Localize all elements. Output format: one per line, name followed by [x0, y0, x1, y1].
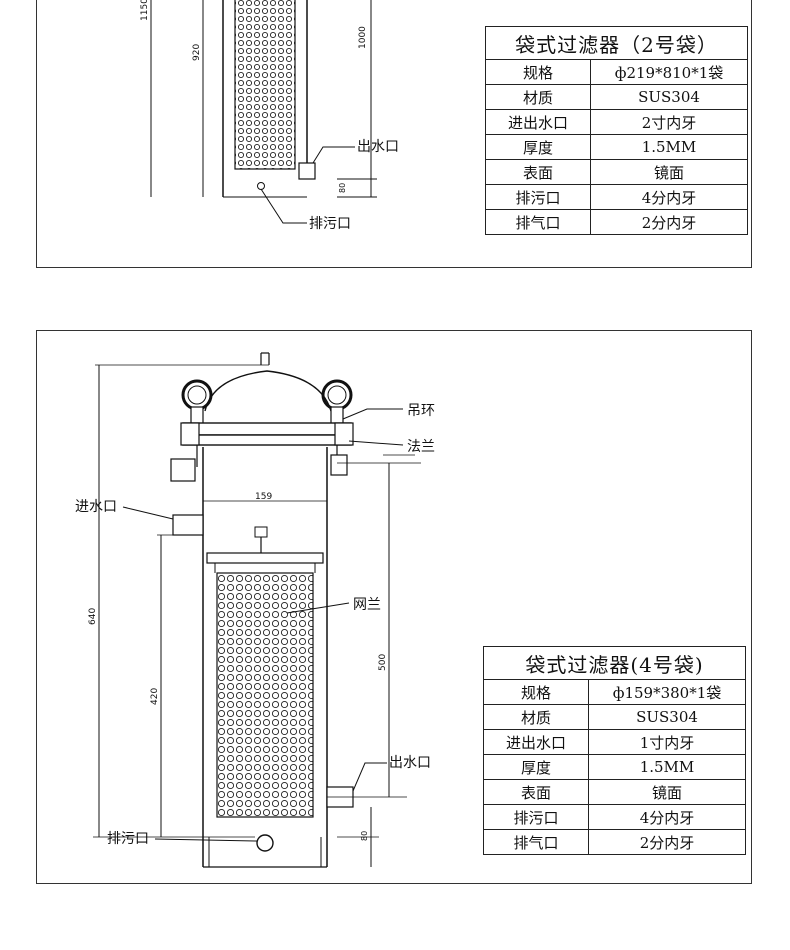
drain-leader [260, 188, 307, 224]
spec-label: 厚度 [485, 134, 591, 160]
spec-value: ф159*380*1袋 [588, 679, 746, 705]
spec-label: 进出水口 [485, 109, 591, 135]
spec-label: 排气口 [485, 209, 591, 235]
dome-lid [204, 370, 332, 412]
spec-label: 进出水口 [483, 729, 589, 755]
drain-leader [154, 838, 258, 842]
lifting-ring-leader [342, 408, 403, 420]
spec-value: 2分内牙 [590, 209, 748, 235]
spec-label: 规格 [485, 59, 591, 85]
outlet-leader [352, 762, 387, 792]
spec-label: 表面 [485, 159, 591, 185]
lifting-ring-label: 吊环 [407, 403, 435, 419]
outlet-label: 出水口 [389, 755, 431, 771]
top-filter-drawing: 1150 920 1000 80 出水口 排污口 [140, 0, 399, 232]
spec-label: 厚度 [483, 754, 589, 780]
bottom-filter-panel: 640 420 [36, 330, 752, 884]
lifting-ring-right [321, 379, 353, 411]
dim-500-text: 500 [378, 654, 388, 671]
flange-bottom-plate [182, 434, 352, 446]
spec-value: SUS304 [590, 84, 748, 110]
dim-920-text: 920 [192, 44, 202, 61]
spec-label: 表面 [483, 779, 589, 805]
drain-port [257, 182, 265, 190]
spec-label: 材质 [485, 84, 591, 110]
spec-value: 1寸内牙 [588, 729, 746, 755]
drain-port [256, 834, 274, 852]
spec-value: ф219*810*1袋 [590, 59, 748, 85]
mesh-basket [216, 572, 314, 818]
dim-1150-text: 1150 [140, 0, 150, 21]
inlet-pipe [172, 514, 204, 536]
spec-value: 4分内牙 [590, 184, 748, 210]
spec-label: 排污口 [483, 804, 589, 830]
mesh-label: 网兰 [353, 597, 381, 613]
flange-leader [348, 440, 404, 446]
mesh-leader [286, 602, 350, 614]
spec-value: 2寸内牙 [590, 109, 748, 135]
bottom-filter-drawing: 640 420 [75, 352, 435, 868]
inlet-leader [122, 506, 174, 520]
dim-80-text: 80 [360, 831, 369, 841]
spec-value: 镜面 [588, 779, 746, 805]
spec-value: 1.5MM [590, 134, 748, 160]
inlet-label: 进水口 [75, 499, 117, 515]
drain-label: 排污口 [107, 831, 149, 847]
mesh-basket [234, 0, 296, 170]
dim-420-text: 420 [150, 688, 160, 705]
spec-value: 4分内牙 [588, 804, 746, 830]
spec-value: 2分内牙 [588, 829, 746, 855]
spec-label: 材质 [483, 704, 589, 730]
table-row: 表面镜面 [483, 779, 746, 805]
flange-top-plate [182, 422, 352, 436]
basket-flange [206, 552, 324, 564]
spec-label: 排污口 [485, 184, 591, 210]
table-row: 表面镜面 [485, 159, 748, 185]
top-spec-title: 袋式过滤器（2号袋） [485, 26, 748, 60]
outlet-leader [312, 146, 355, 164]
lifting-ring-left [181, 379, 213, 411]
flange-label: 法兰 [407, 439, 435, 455]
dim-80-text: 80 [338, 183, 347, 193]
spec-value: 1.5MM [588, 754, 746, 780]
outlet-label: 出水口 [357, 139, 399, 155]
spec-value: 镜面 [590, 159, 748, 185]
dim-159-text: 159 [255, 492, 272, 502]
spec-label: 规格 [483, 679, 589, 705]
spec-value: SUS304 [588, 704, 746, 730]
drain-label: 排污口 [309, 216, 351, 232]
dim-1000-text: 1000 [358, 26, 368, 49]
outlet-pipe [298, 162, 316, 180]
dim-640-text: 640 [88, 608, 98, 625]
bottom-spec-title: 袋式过滤器(4号袋) [483, 646, 746, 680]
spec-label: 排气口 [483, 829, 589, 855]
